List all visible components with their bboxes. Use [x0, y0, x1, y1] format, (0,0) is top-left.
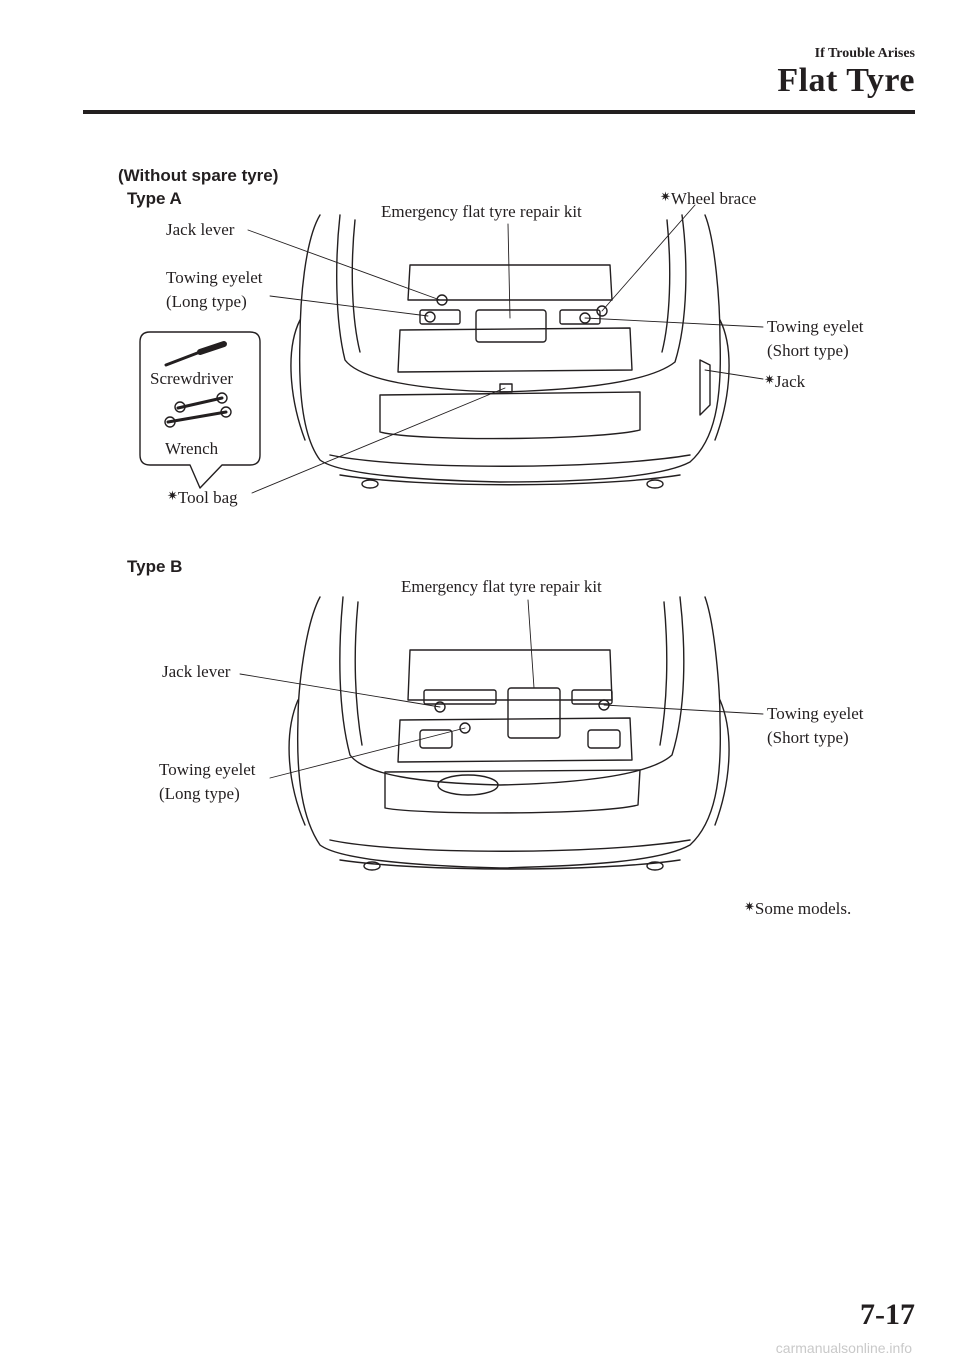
star-icon: ✷ — [744, 899, 755, 914]
wrench-label: Wrench — [165, 439, 219, 458]
screwdriver-label: Screwdriver — [150, 369, 234, 388]
type-a-towing-eyelet-short-label: Towing eyelet (Short type) — [767, 315, 864, 363]
towing-eyelet-line2: (Short type) — [767, 728, 849, 747]
watermark: carmanualsonline.info — [775, 1340, 912, 1356]
type-b-heading: Type B — [127, 557, 183, 576]
type-b-jack-lever-label: Jack lever — [162, 662, 231, 681]
type-a-jack-lever-label: Jack lever — [166, 220, 235, 239]
type-a-heading: Type A — [127, 189, 182, 208]
type-b-car-illustration — [288, 596, 730, 871]
type-a-repair-kit-label: Emergency flat tyre repair kit — [381, 202, 582, 221]
figure-heading: (Without spare tyre) — [118, 166, 279, 185]
type-b-repair-kit-label: Emergency flat tyre repair kit — [401, 577, 602, 596]
towing-eyelet-line1: Towing eyelet — [166, 268, 263, 287]
towing-eyelet-line1: Towing eyelet — [767, 317, 864, 336]
page-number: 7-17 — [860, 1298, 915, 1331]
star-icon: ✷ — [764, 372, 775, 387]
section-title: If Trouble Arises — [814, 46, 915, 61]
jack-text: Jack — [774, 372, 806, 391]
header-rule — [83, 110, 915, 114]
towing-eyelet-line2: (Short type) — [767, 341, 849, 360]
towing-eyelet-line1: Towing eyelet — [767, 704, 864, 723]
type-a-towing-eyelet-long-label: Towing eyelet (Long type) — [166, 266, 263, 314]
towing-eyelet-line1: Towing eyelet — [159, 760, 256, 779]
type-a-jack-label: ✷Jack — [764, 368, 805, 394]
type-a-tool-bag-label: ✷Tool bag — [167, 484, 238, 510]
footnote-text: Some models. — [754, 899, 852, 918]
type-a-car-illustration — [290, 214, 730, 489]
towing-eyelet-line2: (Long type) — [166, 292, 247, 311]
type-b-towing-eyelet-short-label: Towing eyelet (Short type) — [767, 702, 864, 750]
star-icon: ✷ — [660, 189, 671, 204]
footnote: ✷Some models. — [744, 895, 851, 921]
type-b-leader-lines — [239, 599, 764, 779]
star-icon: ✷ — [167, 488, 178, 503]
type-b-towing-eyelet-long-label: Towing eyelet (Long type) — [159, 758, 256, 806]
tool-callout-bubble — [139, 331, 261, 489]
wheel-brace-text: Wheel brace — [670, 189, 757, 208]
towing-eyelet-line2: (Long type) — [159, 784, 240, 803]
page-title: Flat Tyre — [777, 62, 915, 99]
type-a-leader-lines — [247, 204, 764, 494]
type-a-wheel-brace-label: ✷Wheel brace — [660, 185, 756, 211]
tool-bag-text: Tool bag — [177, 488, 238, 507]
